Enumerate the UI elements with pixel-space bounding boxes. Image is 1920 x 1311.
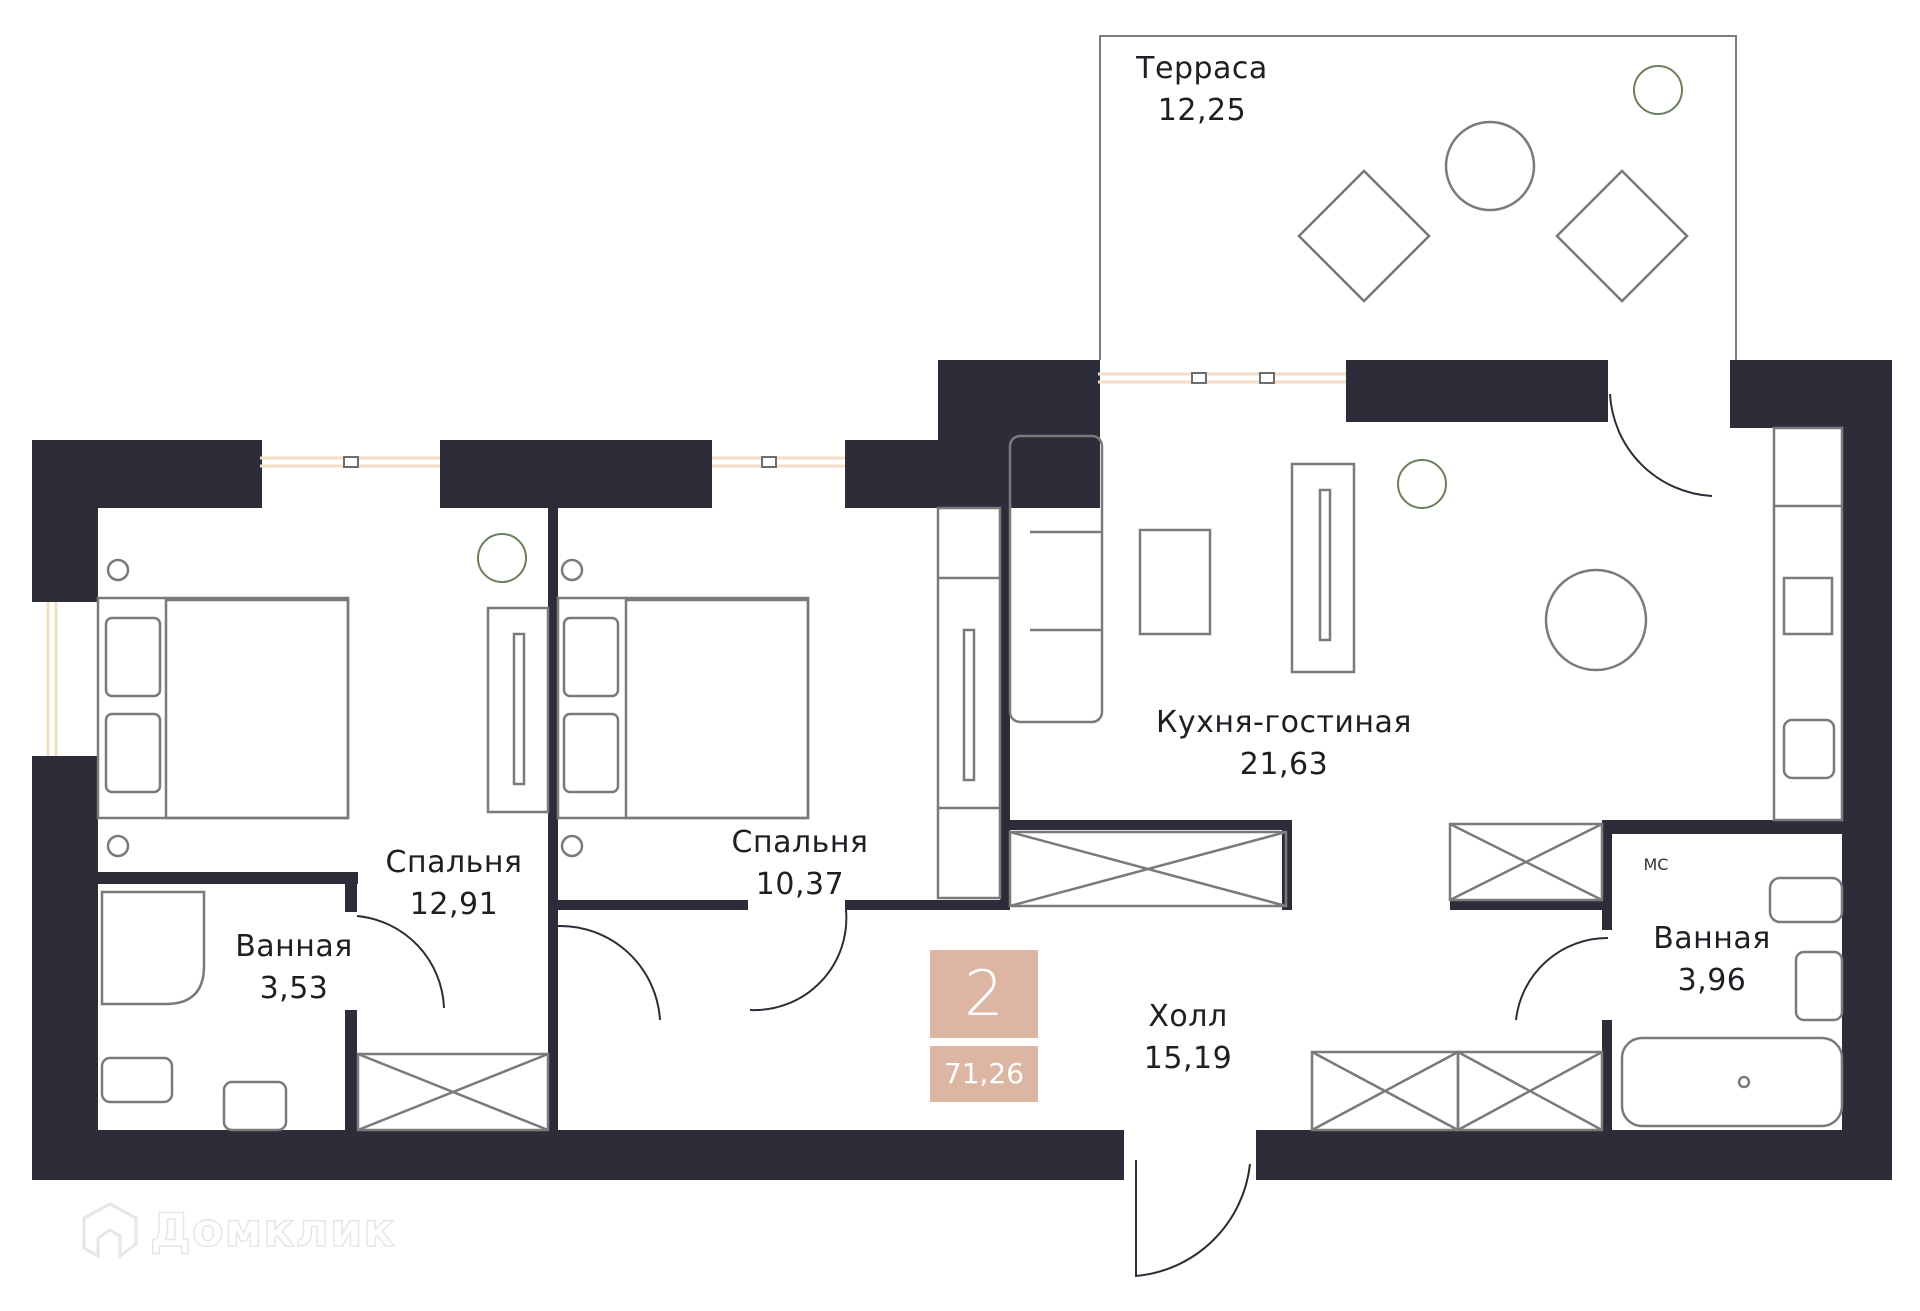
windows: [46, 372, 1346, 756]
furniture: [96, 120, 1844, 1132]
window-frames: [343, 372, 1275, 468]
plant-icon: [1633, 65, 1683, 115]
room-label-hall: Холл 15,19: [1143, 999, 1233, 1076]
room-label-bathroom-2: Ванная 3,96: [1653, 921, 1771, 998]
room-label-bedroom-2: Спальня 10,37: [731, 825, 869, 902]
domclick-logo-icon: [82, 1202, 138, 1259]
walls: [32, 360, 1892, 1180]
plant-icons: [477, 65, 1683, 583]
plant-icon: [477, 533, 527, 583]
utility-label: МС: [1643, 855, 1669, 874]
total-area-badge: 71,26: [930, 1046, 1038, 1102]
plant-icon: [1397, 459, 1447, 509]
room-label-kitchen-living: Кухня-гостиная 21,63: [1156, 705, 1412, 782]
watermark: Домклик: [80, 1200, 396, 1260]
room-label-bedroom-1: Спальня 12,91: [385, 845, 523, 922]
rooms-count-badge: 2: [930, 950, 1038, 1038]
doors: [356, 393, 1713, 1278]
terrace-outline: [1099, 35, 1737, 360]
watermark-text: Домклик: [149, 1202, 396, 1258]
room-label-terrace: Терраса 12,25: [1136, 51, 1268, 128]
room-label-bathroom-1: Ванная 3,53: [235, 929, 353, 1006]
